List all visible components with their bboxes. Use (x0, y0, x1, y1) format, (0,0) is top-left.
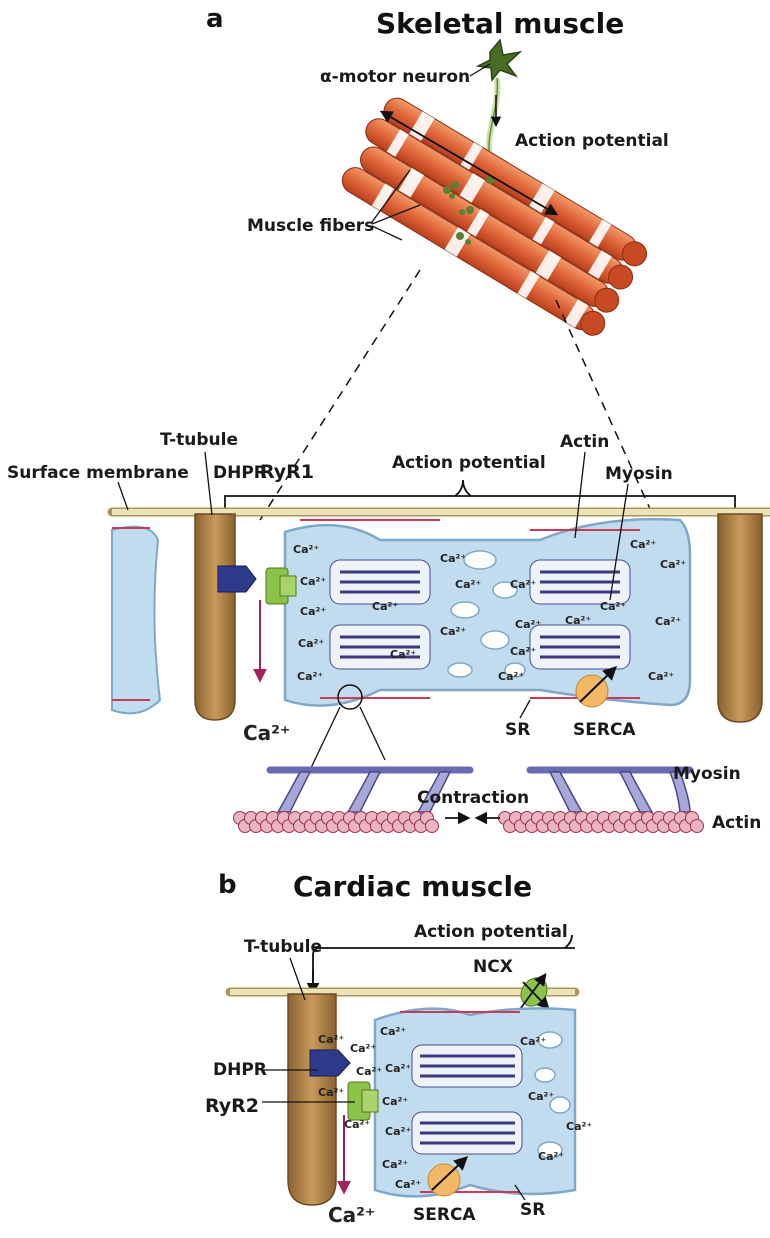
ca-ion-label: Ca²⁺ (440, 625, 466, 638)
ca-ion-label: Ca²⁺ (455, 578, 481, 591)
t-tubule-right (718, 514, 762, 722)
actin-label-a: Actin (560, 432, 609, 452)
ca-ion-label: Ca²⁺ (382, 1158, 408, 1171)
action-potential-top-label: Action potential (515, 131, 669, 151)
actin-bead (691, 820, 704, 833)
sr-label-b: SR (520, 1200, 545, 1220)
panel-a-letter: a (206, 4, 224, 34)
ca-ion-label: Ca²⁺ (380, 1025, 406, 1038)
ca-ion-label: Ca²⁺ (318, 1033, 344, 1046)
ca-ion-label: Ca²⁺ (565, 614, 591, 627)
serca-label-a: SERCA (573, 720, 636, 740)
action-potential-label-a: Action potential (392, 453, 546, 473)
panel-b-title: Cardiac muscle (293, 870, 532, 903)
muscle-fibers-label: Muscle fibers (247, 216, 374, 236)
ca-ion-label: Ca²⁺ (297, 670, 323, 683)
ca-ion-label: Ca²⁺ (298, 637, 324, 650)
ryr1-label: RyR1 (260, 461, 314, 483)
ca-ion-label: Ca²⁺ (510, 578, 536, 591)
ca-ion-label: Ca²⁺ (293, 543, 319, 556)
motor-neuron-label: α-motor neuron (320, 67, 470, 87)
ca-ion-label: Ca²⁺ (648, 670, 674, 683)
t-tubule-b (288, 994, 336, 1205)
ca-release-label-b: Ca²⁺ (328, 1203, 376, 1227)
ca-release-label-a: Ca²⁺ (243, 721, 291, 745)
ca-ion-label: Ca²⁺ (372, 600, 398, 613)
ca-ion-label: Ca²⁺ (385, 1062, 411, 1075)
ca-ion-label: Ca²⁺ (318, 1086, 344, 1099)
dhpr-label-b: DHPR (213, 1060, 267, 1080)
actin-filament-beads (234, 812, 704, 833)
dhpr-channel-a (218, 566, 256, 592)
ca-ion-label: Ca²⁺ (566, 1120, 592, 1133)
ncx-label: NCX (473, 957, 513, 977)
ryr2-channel (348, 1082, 378, 1120)
myosin-label-a: Myosin (605, 464, 673, 484)
ca-ion-label: Ca²⁺ (655, 615, 681, 628)
panel-b: b Cardiac muscle Action potential T-tubu… (205, 870, 592, 1227)
ca-ion-label: Ca²⁺ (356, 1065, 382, 1078)
ca-ion-label: Ca²⁺ (498, 670, 524, 683)
panel-a: a Skeletal muscle α-motor neuron Action … (7, 4, 770, 833)
ca-ion-label: Ca²⁺ (344, 1118, 370, 1131)
ryr2-label: RyR2 (205, 1095, 259, 1117)
action-potential-label-b: Action potential (414, 922, 568, 942)
t-tubule-left (195, 514, 235, 720)
contraction-label: Contraction (417, 788, 529, 808)
myosin-zoom-label: Myosin (673, 764, 741, 784)
panel-a-title: Skeletal muscle (376, 7, 624, 40)
panel-b-letter: b (218, 870, 237, 900)
surface-membrane-label: Surface membrane (7, 463, 189, 483)
ca-ion-label: Ca²⁺ (385, 1125, 411, 1138)
ca-ion-label: Ca²⁺ (515, 618, 541, 631)
ca-ion-label: Ca²⁺ (510, 645, 536, 658)
ca-ion-label: Ca²⁺ (528, 1090, 554, 1103)
actin-bead (426, 820, 439, 833)
ca-ion-label: Ca²⁺ (520, 1035, 546, 1048)
ca-ion-label: Ca²⁺ (600, 600, 626, 613)
sr-label-a: SR (505, 720, 530, 740)
t-tubule-label-a: T-tubule (160, 430, 238, 450)
sr-left-partial (112, 527, 160, 714)
ca-ion-label: Ca²⁺ (382, 1095, 408, 1108)
actin-zoom-label: Actin (712, 813, 761, 833)
ca-ion-label: Ca²⁺ (630, 538, 656, 551)
ca-ion-label: Ca²⁺ (660, 558, 686, 571)
t-tubule-label-b: T-tubule (244, 937, 322, 957)
ca-ion-label: Ca²⁺ (395, 1178, 421, 1191)
serca-label-b: SERCA (413, 1205, 476, 1225)
ca-ion-label: Ca²⁺ (300, 575, 326, 588)
ca-ion-label: Ca²⁺ (300, 605, 326, 618)
ca-ion-label: Ca²⁺ (350, 1042, 376, 1055)
ncx-exchanger (516, 973, 553, 1012)
dhpr-label-a: DHPR (213, 463, 267, 483)
dhpr-channel-b (310, 1050, 350, 1076)
ca-ion-label: Ca²⁺ (440, 552, 466, 565)
ca-ion-label: Ca²⁺ (390, 648, 416, 661)
ca-ion-label: Ca²⁺ (538, 1150, 564, 1163)
